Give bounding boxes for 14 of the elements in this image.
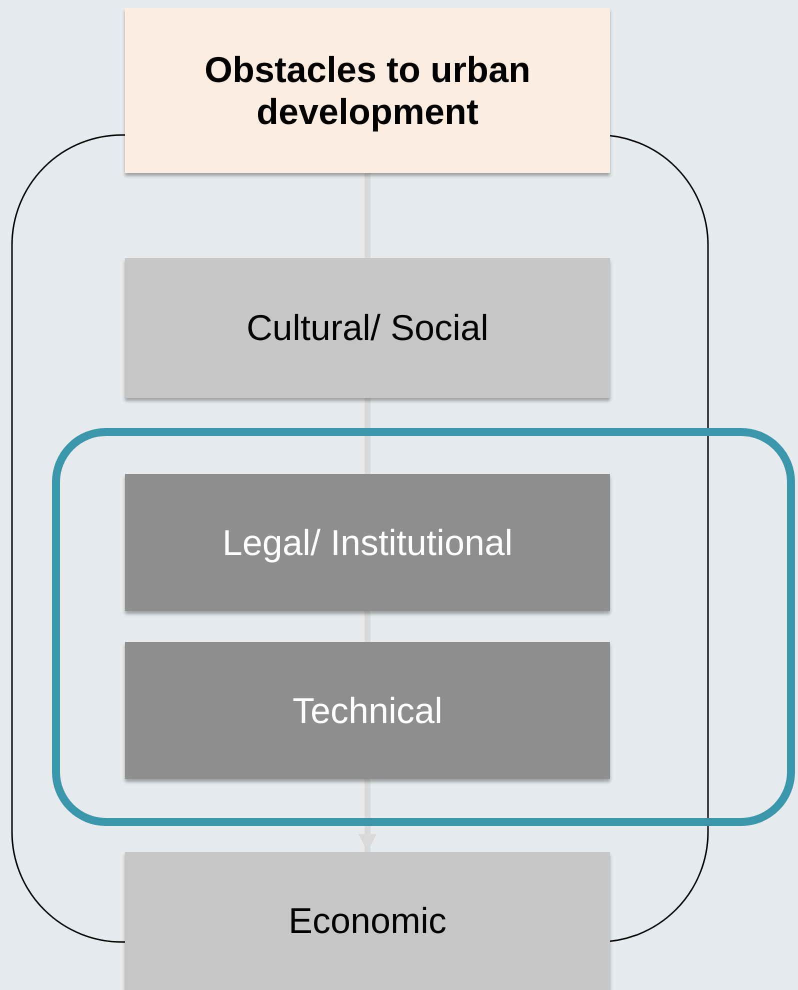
connector-line xyxy=(364,398,370,474)
connector-line xyxy=(364,173,370,258)
category-box xyxy=(125,852,610,990)
connector-line xyxy=(364,611,370,642)
node-label: Economic xyxy=(288,900,447,942)
category-box xyxy=(125,642,610,779)
node-label: Legal/ Institutional xyxy=(222,522,513,564)
category-box xyxy=(125,258,610,398)
category-box xyxy=(125,474,610,611)
node-label: Technical xyxy=(292,690,443,732)
title-box xyxy=(125,8,610,173)
node-label: Cultural/ Social xyxy=(246,307,489,349)
node-label: Obstacles to urban development xyxy=(203,48,532,132)
arrow xyxy=(358,779,376,852)
